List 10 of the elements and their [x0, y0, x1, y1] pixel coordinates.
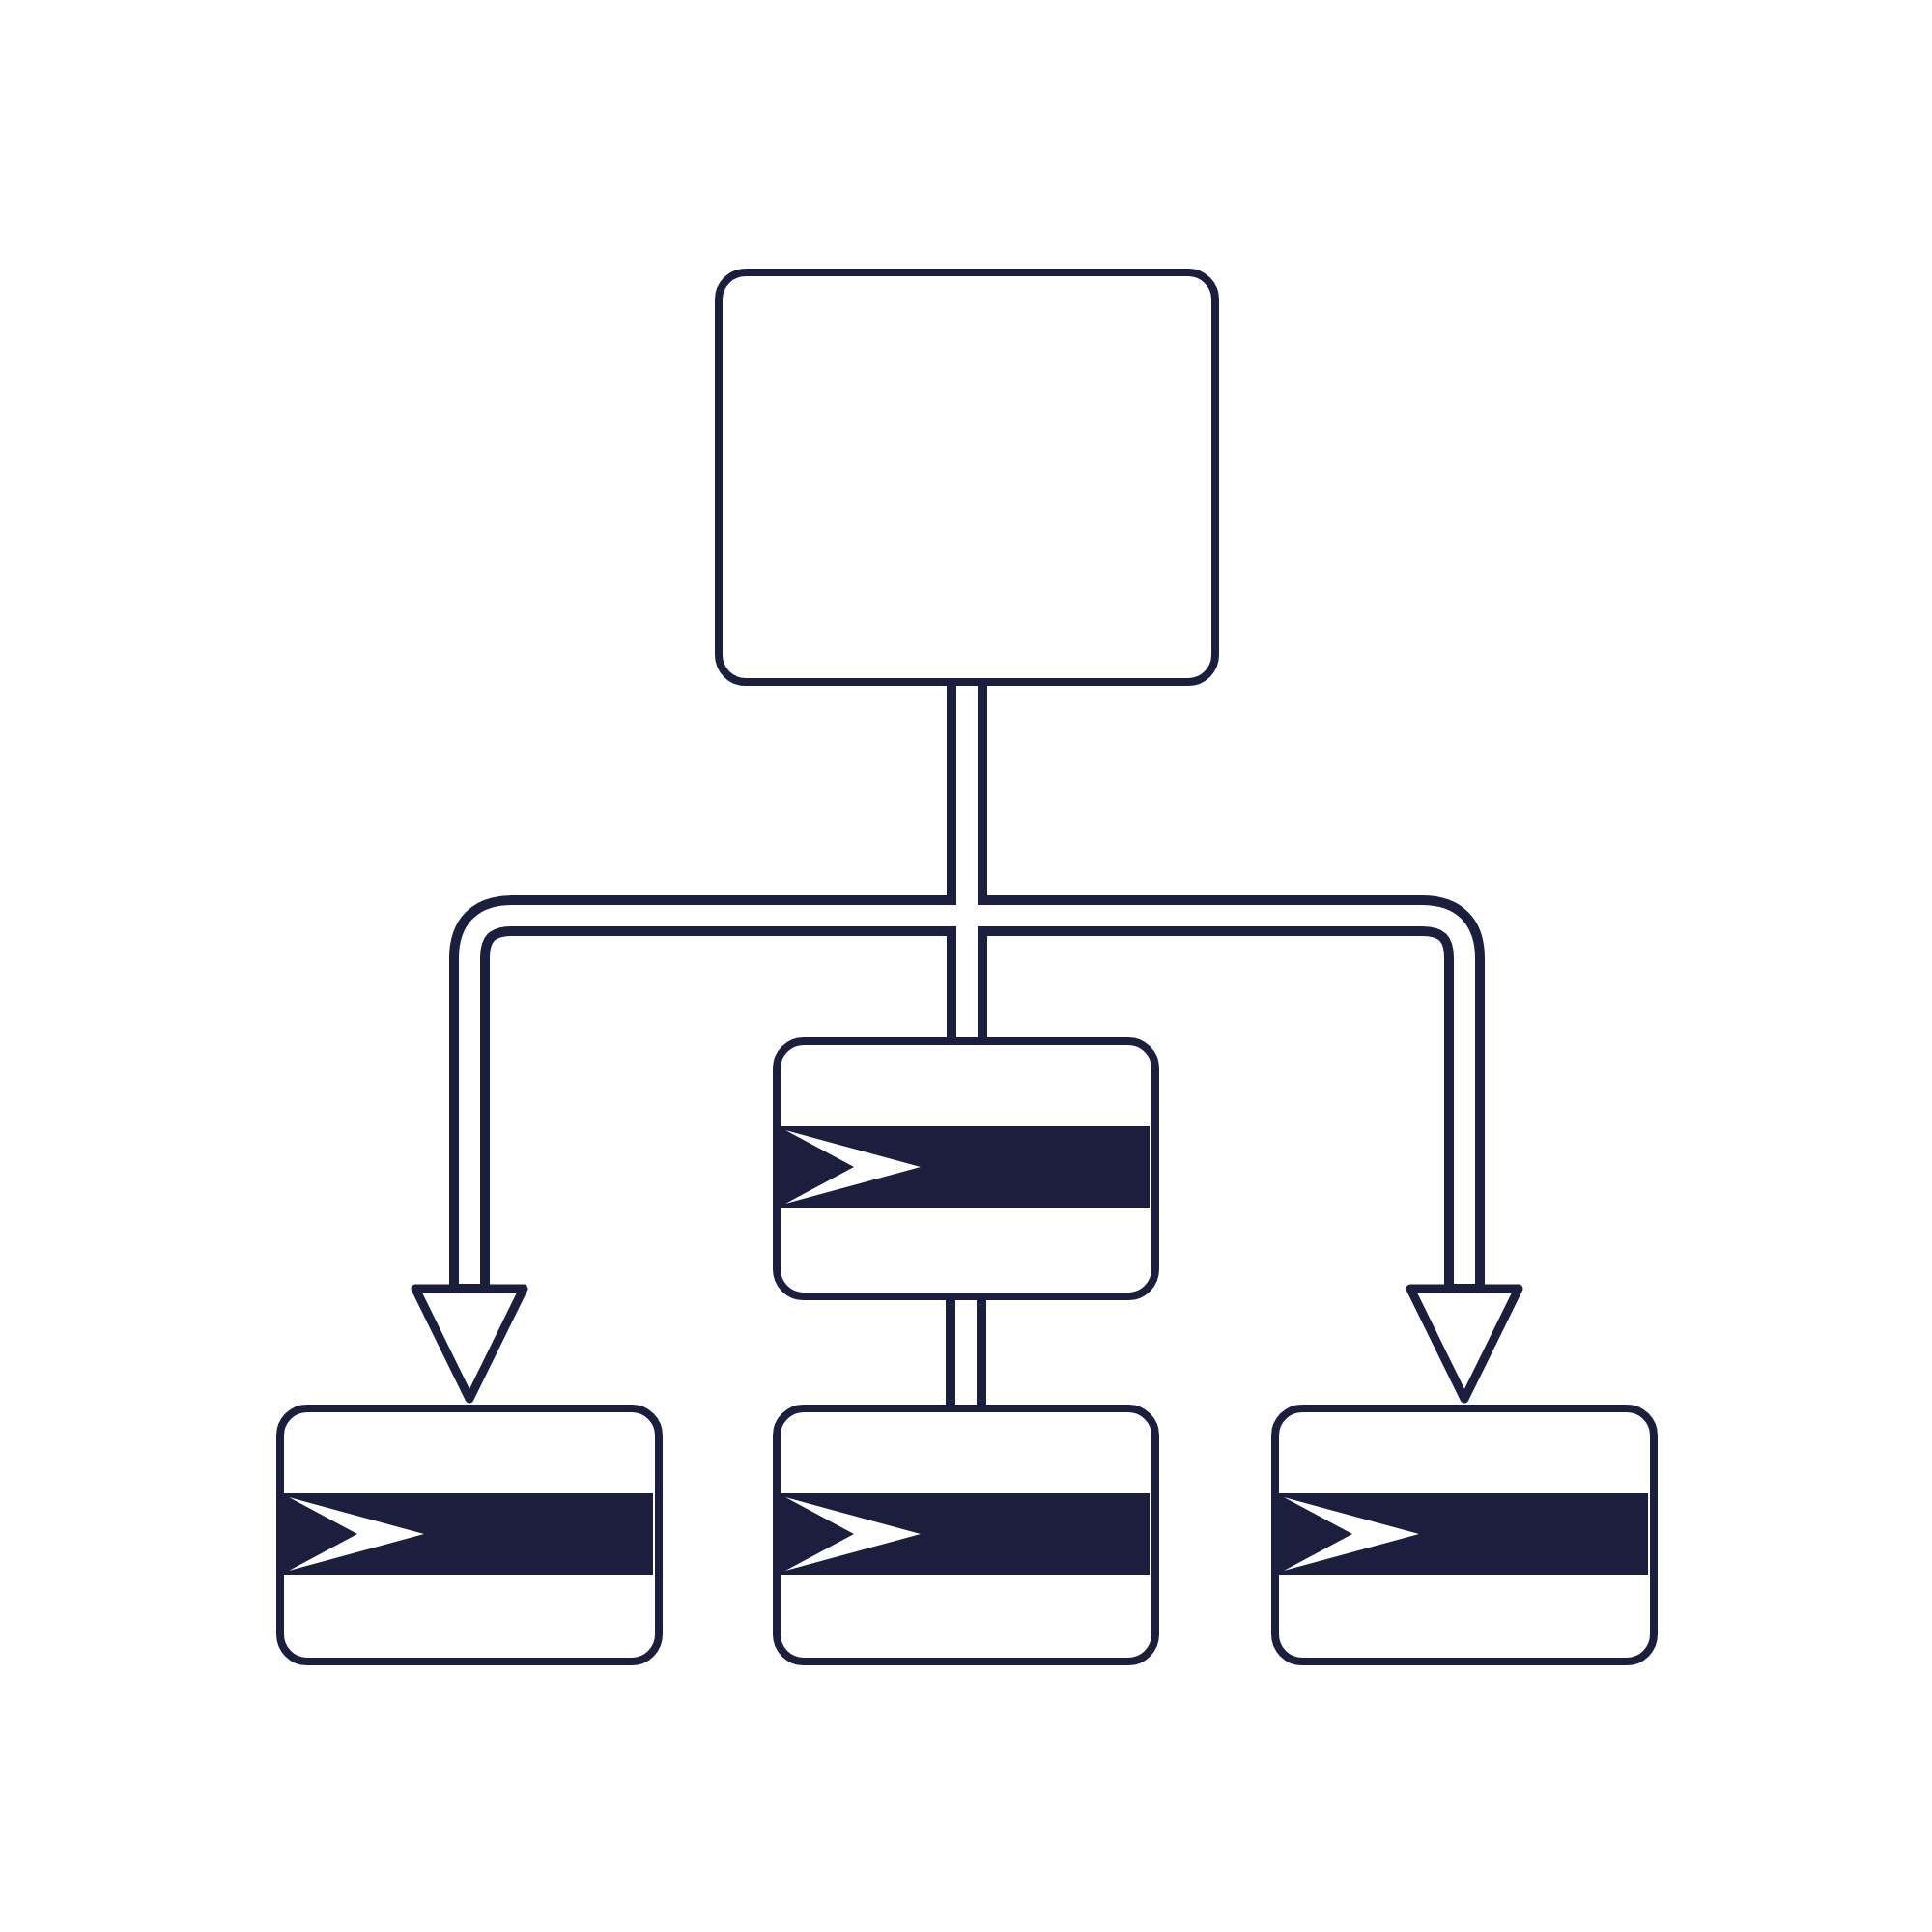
flow-box — [276, 1405, 663, 1665]
connector-line — [946, 1300, 986, 1405]
connector-line — [947, 926, 987, 1037]
connector-line — [947, 686, 987, 905]
arrow — [987, 895, 1523, 1404]
flow-box — [1271, 1405, 1658, 1665]
arrow — [411, 895, 947, 1404]
flow-box — [773, 1405, 1159, 1665]
flow-box — [773, 1037, 1159, 1300]
flow-box — [715, 269, 1219, 686]
